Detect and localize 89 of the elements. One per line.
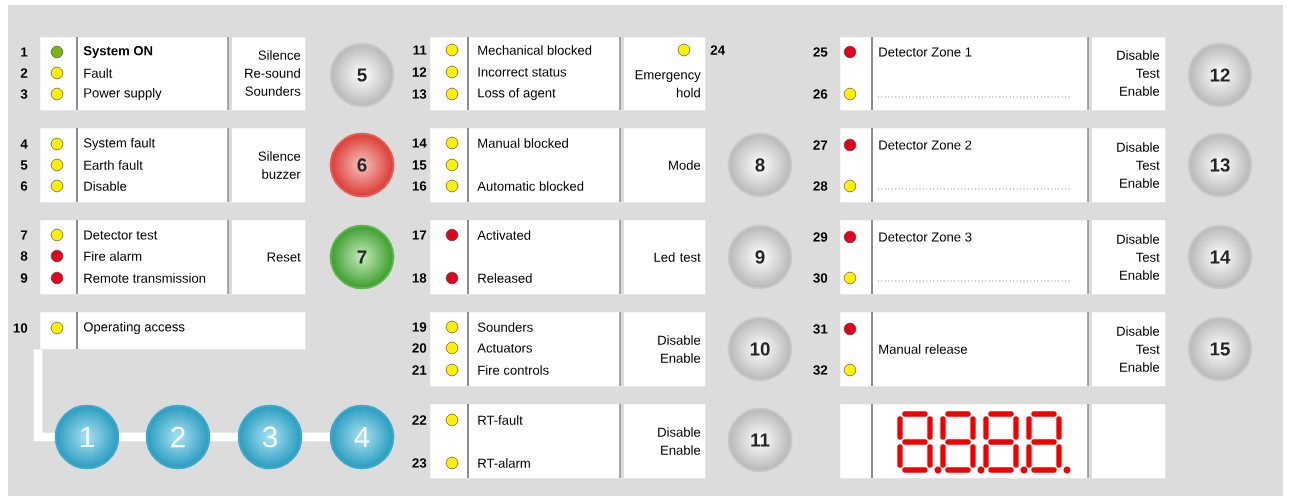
push-button: 4	[329, 404, 395, 470]
led-number: 27	[813, 140, 828, 150]
indicator-label: Power supply	[84, 87, 162, 101]
indicator-label: Disable	[84, 181, 127, 191]
indicator-label: Detector Zone 3	[879, 232, 972, 242]
connector-line	[33, 349, 55, 442]
push-button: 12	[1187, 42, 1253, 108]
led-number: 3	[20, 89, 28, 99]
led-number: 1	[21, 47, 28, 57]
button-label: Mode	[669, 160, 701, 170]
push-button: 6	[329, 132, 395, 198]
led-number: 6	[20, 181, 28, 191]
led-number: 23	[412, 458, 427, 468]
button-label: Silence buzzer	[258, 151, 301, 179]
indicator-label: Manual release	[879, 344, 967, 354]
indicator-label: Sounders	[477, 322, 533, 332]
push-button: 8	[727, 132, 793, 198]
button-label: Disable Test Enable	[1117, 142, 1160, 188]
led-number: 24	[710, 45, 726, 55]
indicator-label: Released	[478, 273, 532, 283]
push-button: 9	[727, 224, 793, 290]
led-number: 5	[20, 160, 28, 170]
indicator-label: RT-fault	[478, 415, 523, 425]
push-button: 10	[727, 316, 793, 382]
indicator-label: Earth fault	[84, 160, 143, 170]
led-number: 20	[412, 343, 427, 353]
indicator-label: RT-alarm	[478, 458, 530, 468]
led-number: 14	[412, 138, 427, 148]
button-label: Emergency hold	[635, 70, 701, 98]
led-number: 29	[813, 232, 828, 242]
button-label: Silence Re-sound Sounders	[245, 50, 301, 96]
push-button: 1	[54, 404, 120, 470]
led-number: 21	[412, 365, 427, 375]
led-number: 26	[813, 89, 828, 99]
connector-line	[119, 432, 146, 442]
push-button: 13	[1187, 132, 1253, 198]
led-number: 22	[412, 415, 427, 425]
connector-line	[210, 432, 238, 442]
button-label: Disable Test Enable	[1117, 50, 1160, 96]
indicator-label: Mechanical blocked	[478, 45, 592, 55]
button-label: Led test	[654, 252, 701, 262]
led-number: 28	[813, 181, 828, 191]
led-number: 30	[813, 273, 828, 283]
button-label: Disable Enable	[658, 335, 701, 363]
indicator-label: Incorrect status	[478, 67, 567, 77]
led-number: 8	[20, 251, 28, 261]
indicator-label: System fault	[83, 137, 156, 151]
led-number: 2	[20, 68, 28, 78]
push-button: 7	[329, 224, 395, 290]
indicator-label: Detector test	[84, 230, 158, 240]
button-label: Disable Enable	[658, 427, 701, 455]
led-number: 31	[813, 324, 828, 334]
led-number: 15	[412, 160, 427, 170]
led-number: 4	[20, 139, 28, 149]
push-button: 15	[1187, 316, 1253, 382]
push-button: 5	[329, 42, 395, 108]
indicator-label: Loss of agent	[478, 87, 556, 101]
button-label: Disable Test Enable	[1117, 234, 1160, 280]
button-label: Reset	[267, 252, 301, 262]
indicator-label: Manual blocked	[478, 138, 568, 148]
indicator-label: Automatic blocked	[477, 181, 584, 191]
led-number: 17	[412, 230, 427, 240]
led-number: 9	[20, 273, 28, 283]
indicator-label: Actuators	[477, 343, 532, 353]
led-number: 11	[413, 45, 427, 55]
indicator-label: Activated	[477, 230, 531, 240]
indicator-label: Fire alarm	[84, 251, 142, 261]
indicator-label: Detector Zone 2	[879, 140, 972, 150]
indicator-label: Remote transmission	[84, 273, 206, 283]
led-number: 12	[412, 67, 427, 77]
indicator-label: Fault	[84, 68, 113, 78]
indicator-label: System ON	[83, 46, 153, 58]
push-button: 2	[145, 404, 211, 470]
push-button: 14	[1187, 224, 1253, 290]
indicator-label: Detector Zone 1	[879, 47, 972, 57]
led-number: 32	[813, 365, 828, 375]
led-number: 13	[412, 89, 427, 99]
led-number: 16	[412, 181, 427, 191]
connector-line	[302, 432, 330, 442]
indicator-label: Operating access	[83, 321, 185, 335]
led-number: 19	[412, 322, 427, 332]
push-button: 11	[727, 407, 793, 473]
button-label: Disable Test Enable	[1117, 326, 1160, 372]
led-number: 7	[20, 230, 28, 240]
push-button: 3	[237, 404, 303, 470]
led-number: 18	[412, 273, 427, 283]
led-number: 10	[13, 323, 28, 333]
led-number: 25	[813, 47, 828, 57]
indicator-label: Fire controls	[478, 365, 549, 375]
